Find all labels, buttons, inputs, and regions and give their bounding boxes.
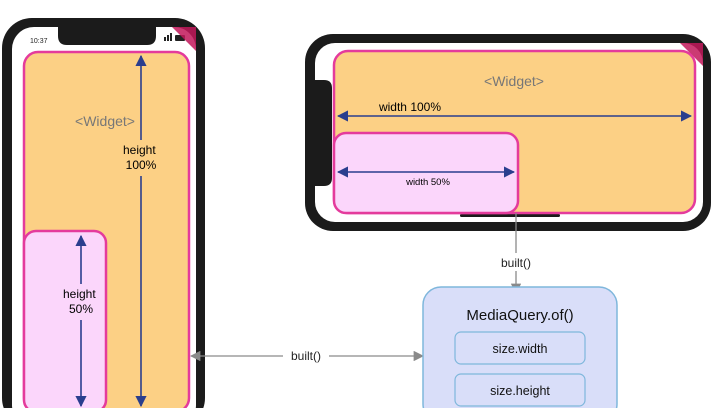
mediaquery-item-width-label: size.width — [493, 342, 548, 356]
connectors: built() built() — [189, 213, 540, 365]
landscape-phone: <Widget> width 100% width 50% — [305, 34, 711, 231]
child-widget-landscape — [332, 131, 520, 215]
landscape-phone-notch — [315, 80, 332, 186]
height-half-label-line2: 50% — [69, 302, 93, 316]
built-label-left: built() — [291, 349, 321, 363]
mediaquery-item-height — [454, 373, 586, 407]
height-full-label-line2: 100% — [126, 158, 157, 172]
portrait-phone: 10:37 <Widget> height 100% height 50% — [2, 18, 205, 413]
mediaquery-box: MediaQuery.of() size.width size.height — [422, 286, 618, 413]
height-full-label: height 100% — [123, 143, 159, 172]
portrait-phone-notch — [58, 27, 156, 45]
height-half-label: height 50% — [63, 287, 99, 316]
mediaquery-item-height-label: size.height — [490, 384, 550, 398]
widget-label-portrait: <Widget> — [75, 113, 135, 129]
height-half-label-line1: height — [63, 287, 96, 301]
debug-banner — [172, 27, 196, 51]
home-indicator — [460, 214, 560, 217]
width-half-label: width 50% — [405, 177, 450, 188]
widget-label-landscape: <Widget> — [484, 73, 544, 89]
status-time: 10:37 — [30, 38, 48, 45]
height-full-label-line1: height — [123, 143, 156, 157]
mediaquery-item-width — [454, 331, 586, 365]
built-label-top: built() — [501, 256, 531, 270]
mediaquery-title: MediaQuery.of() — [466, 307, 573, 324]
width-full-label: width 100% — [378, 100, 441, 114]
